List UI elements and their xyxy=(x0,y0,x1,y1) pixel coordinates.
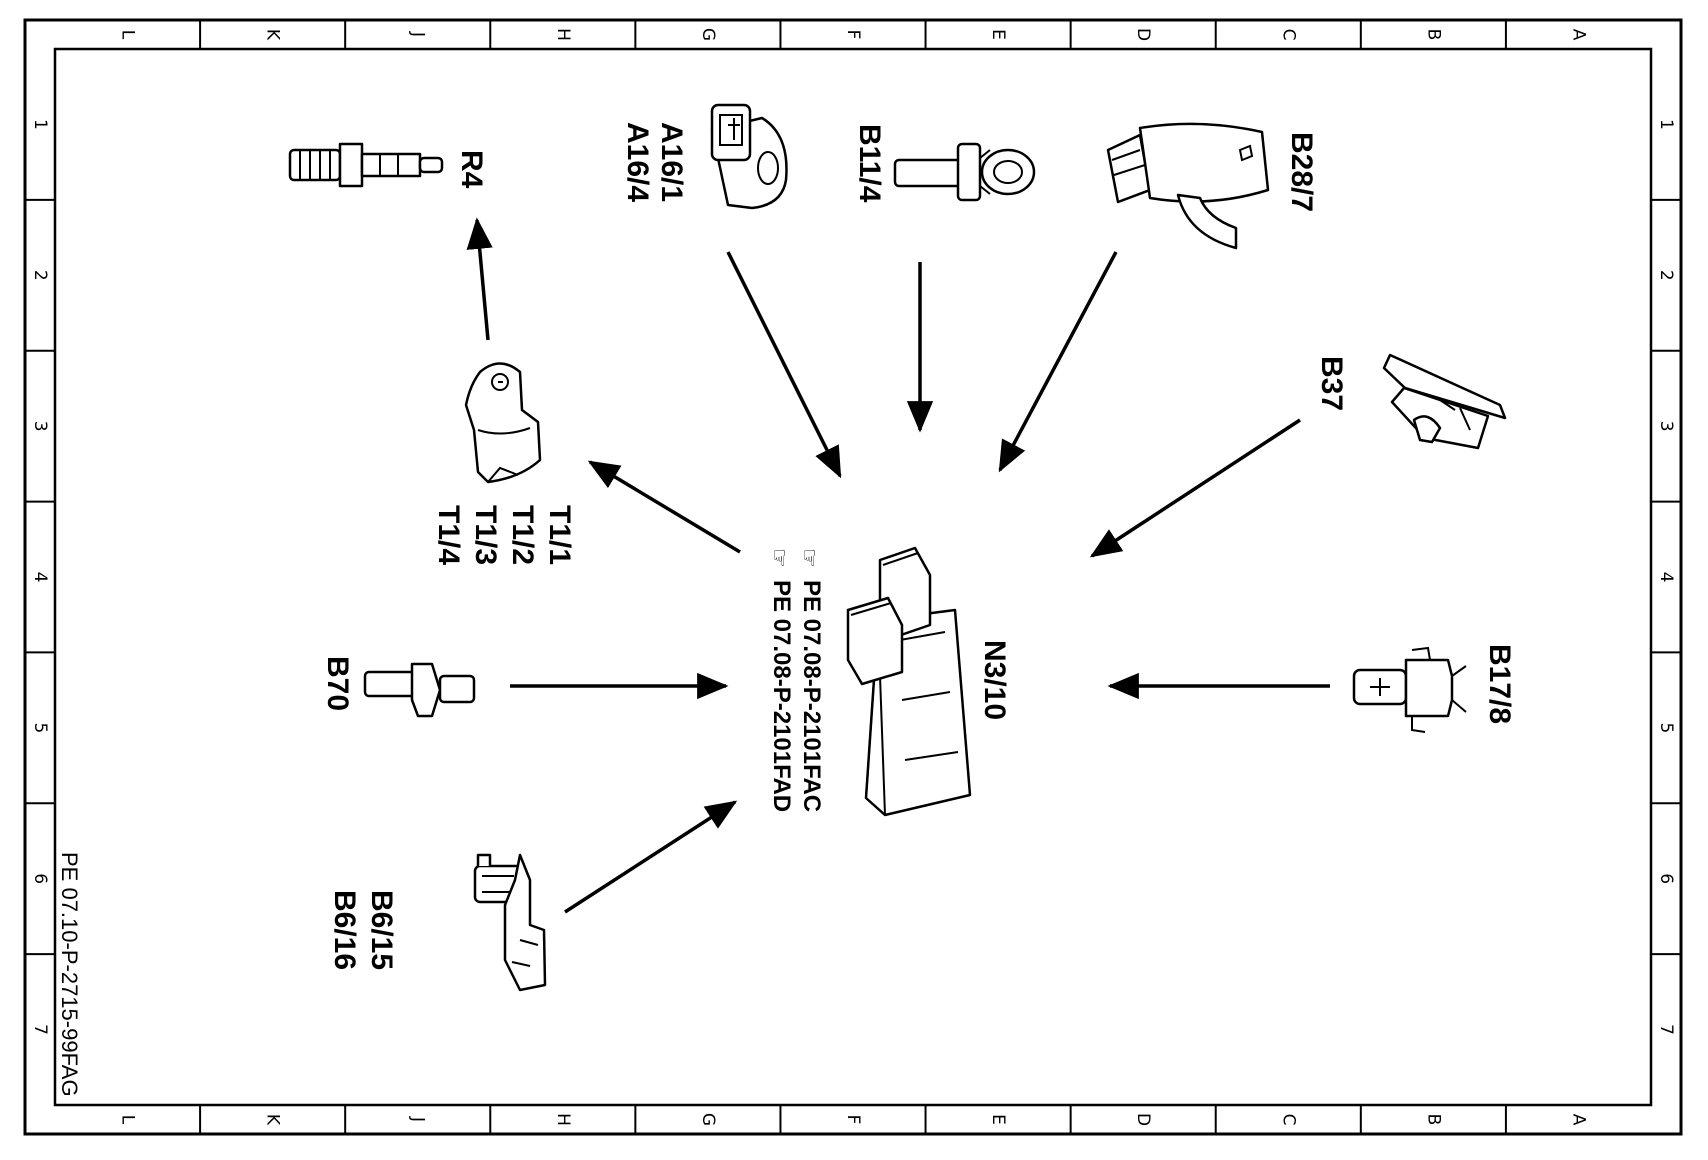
border-label-top: J xyxy=(408,31,428,37)
border-label-top: K xyxy=(263,29,283,41)
component-label-b37: B37 xyxy=(1315,356,1348,411)
intake-air-temp-sensor-icon xyxy=(1352,646,1467,733)
pointing-hand-icon: ☞ xyxy=(797,548,822,568)
border-label-top: F xyxy=(843,30,863,40)
border-labels: L K J H G F E D C B A L K J H G F E D C B A 1 2 3 4 5 6 7 1 2 3 4 5 6 7 xyxy=(30,28,1676,1126)
engine-control-unit-icon xyxy=(846,546,972,817)
component-label-r4: R4 xyxy=(455,150,488,189)
camshaft-sensor-icon xyxy=(473,853,547,992)
component-label-b17-8: B17/8 xyxy=(1483,644,1516,724)
component-label-b6-15: B6/15 xyxy=(365,890,398,970)
accelerator-pedal-sensor-icon xyxy=(1382,353,1507,450)
ref-line-2: PE 07.08-P-2101FAD xyxy=(768,580,795,812)
border-label-top: H xyxy=(553,28,573,41)
arrow-b28-7-to-ecu xyxy=(998,251,1118,473)
border-label-top: C xyxy=(1278,29,1298,41)
border-label-top: E xyxy=(988,29,1008,40)
border-label-left: 5 xyxy=(30,722,50,733)
border-label-bottom: K xyxy=(263,1114,283,1126)
coolant-temp-sensor-icon xyxy=(893,142,1036,202)
document-number: PE 07.10-P-2715-99FAG xyxy=(57,852,82,1097)
component-label-t1-1: T1/1 xyxy=(543,505,576,565)
pointing-hand-icon: ☞ xyxy=(767,548,792,568)
border-label-top: B xyxy=(1423,29,1443,41)
arrow-b37-to-ecu xyxy=(1089,418,1301,558)
border-label-bottom: C xyxy=(1278,1114,1298,1126)
border-label-left: 1 xyxy=(30,119,50,130)
border-label-bottom: G xyxy=(698,1113,718,1126)
arrow-ecu-to-t1 xyxy=(587,460,741,554)
arrow-t1-to-r4 xyxy=(466,217,493,341)
border-label-left: 3 xyxy=(30,421,50,432)
border-label-left: 7 xyxy=(30,1024,50,1035)
component-label-b11-4: B11/4 xyxy=(853,124,886,203)
border-ticks xyxy=(25,20,1681,1134)
central-unit-label: N3/10 xyxy=(978,640,1011,720)
spark-plug-icon xyxy=(288,142,444,188)
ref-block: ☞ PE 07.08-P-2101FAC ☞ PE 07.08-P-2101FA… xyxy=(767,548,825,812)
ref-line-1: PE 07.08-P-2101FAC xyxy=(798,580,825,812)
border-label-left: 2 xyxy=(30,270,50,281)
knock-sensor-icon xyxy=(710,103,788,210)
inner-frame xyxy=(53,47,1653,1107)
border-label-bottom: F xyxy=(843,1115,863,1125)
component-label-a16-1: A16/1 xyxy=(655,122,688,202)
component-label-b28-7: B28/7 xyxy=(1285,132,1318,212)
component-label-t1-2: T1/2 xyxy=(506,505,539,565)
border-label-left: 6 xyxy=(30,873,50,884)
border-label-bottom: E xyxy=(988,1114,1008,1125)
border-label-top: A xyxy=(1568,29,1588,41)
crankshaft-sensor-icon xyxy=(363,662,476,718)
pressure-sensor-icon xyxy=(1106,122,1270,250)
border-label-bottom: D xyxy=(1133,1113,1153,1126)
component-label-b70: B70 xyxy=(321,656,354,711)
arrow-a16-to-ecu xyxy=(726,251,842,479)
ignition-coil-icon xyxy=(464,362,542,484)
border-label-right: 3 xyxy=(1656,421,1676,432)
border-label-top: G xyxy=(698,28,718,41)
border-label-top: D xyxy=(1133,28,1153,41)
border-label-right: 4 xyxy=(1656,572,1676,583)
border-label-right: 5 xyxy=(1656,722,1676,733)
arrow-b6-to-ecu xyxy=(564,800,738,914)
border-label-right: 2 xyxy=(1656,270,1676,281)
border-label-right: 1 xyxy=(1656,119,1676,130)
border-label-bottom: B xyxy=(1423,1114,1443,1126)
outer-frame xyxy=(23,18,1683,1136)
component-label-a16-4: A16/4 xyxy=(621,122,654,202)
border-label-bottom: J xyxy=(408,1116,428,1122)
component-label-t1-4: T1/4 xyxy=(432,505,465,565)
border-label-bottom: A xyxy=(1568,1114,1588,1126)
border-label-right: 6 xyxy=(1656,873,1676,884)
border-label-top: L xyxy=(118,30,138,40)
border-label-right: 7 xyxy=(1656,1024,1676,1035)
border-label-left: 4 xyxy=(30,572,50,583)
component-label-b6-16: B6/16 xyxy=(328,890,361,970)
border-label-bottom: L xyxy=(118,1115,138,1125)
border-label-bottom: H xyxy=(553,1113,573,1126)
component-label-t1-3: T1/3 xyxy=(469,505,502,565)
